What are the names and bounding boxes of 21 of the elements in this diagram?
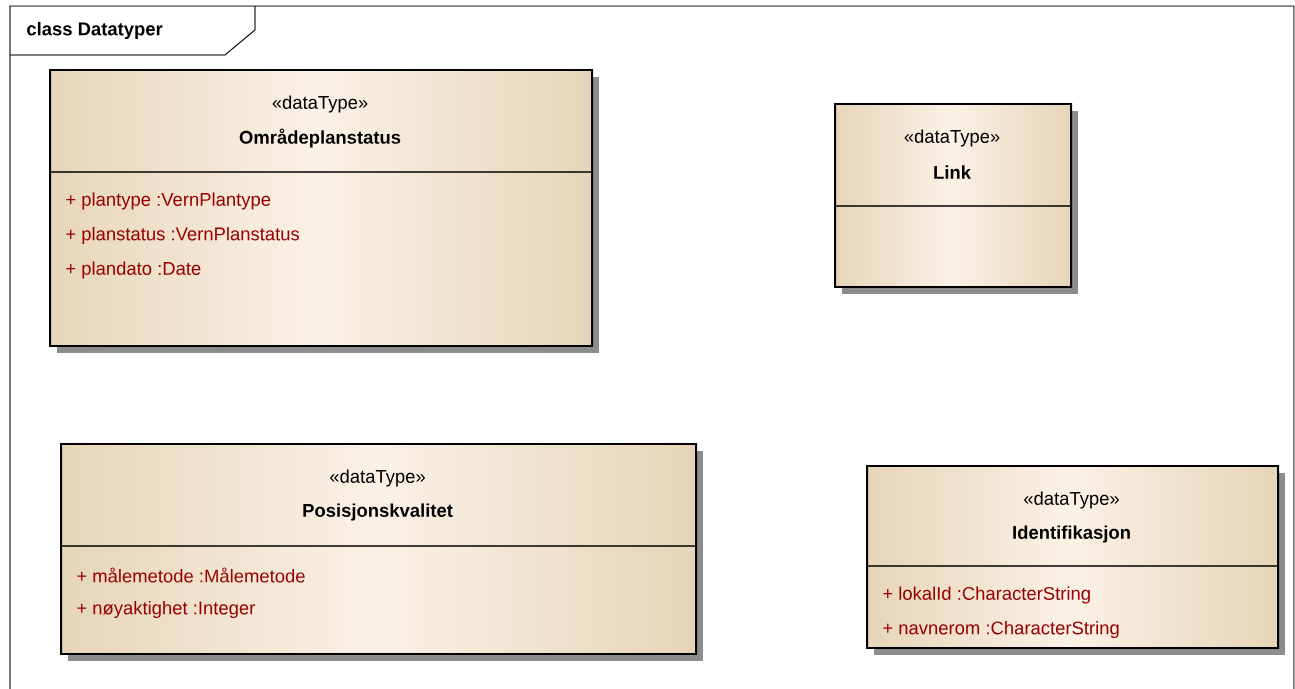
class-name: Identifikasjon xyxy=(1013,525,1130,543)
stereotype-label: «dataType» xyxy=(272,95,368,113)
attribute-text: + planstatus :VernPlanstatus xyxy=(66,226,300,245)
attribute-text: + lokalId :CharacterString xyxy=(883,586,1090,604)
frame-tab-label: class Datatyper xyxy=(27,21,163,40)
attribute-text: + målemetode :Målemetode xyxy=(77,567,305,583)
attribute-text: + nøyaktighet :Integer xyxy=(77,600,255,619)
class-box xyxy=(865,465,1285,655)
stereotype-label: «dataType» xyxy=(904,129,1000,147)
class-name: Link xyxy=(934,165,971,179)
attribute-text: + plandato :Date xyxy=(66,261,201,279)
diagram-frame xyxy=(9,5,1295,689)
stereotype-label: «dataType» xyxy=(330,469,425,487)
stereotype-label: «dataType» xyxy=(1024,491,1119,509)
attribute-text: + plantype :VernPlantype xyxy=(66,192,271,210)
class-box xyxy=(833,103,1078,294)
class-box xyxy=(48,69,599,353)
attribute-text: + navnerom :CharacterString xyxy=(883,620,1119,639)
class-name: Posisjonskvalitet xyxy=(303,503,453,521)
class-name: Områdeplanstatus xyxy=(239,128,401,148)
class-box xyxy=(59,443,703,661)
